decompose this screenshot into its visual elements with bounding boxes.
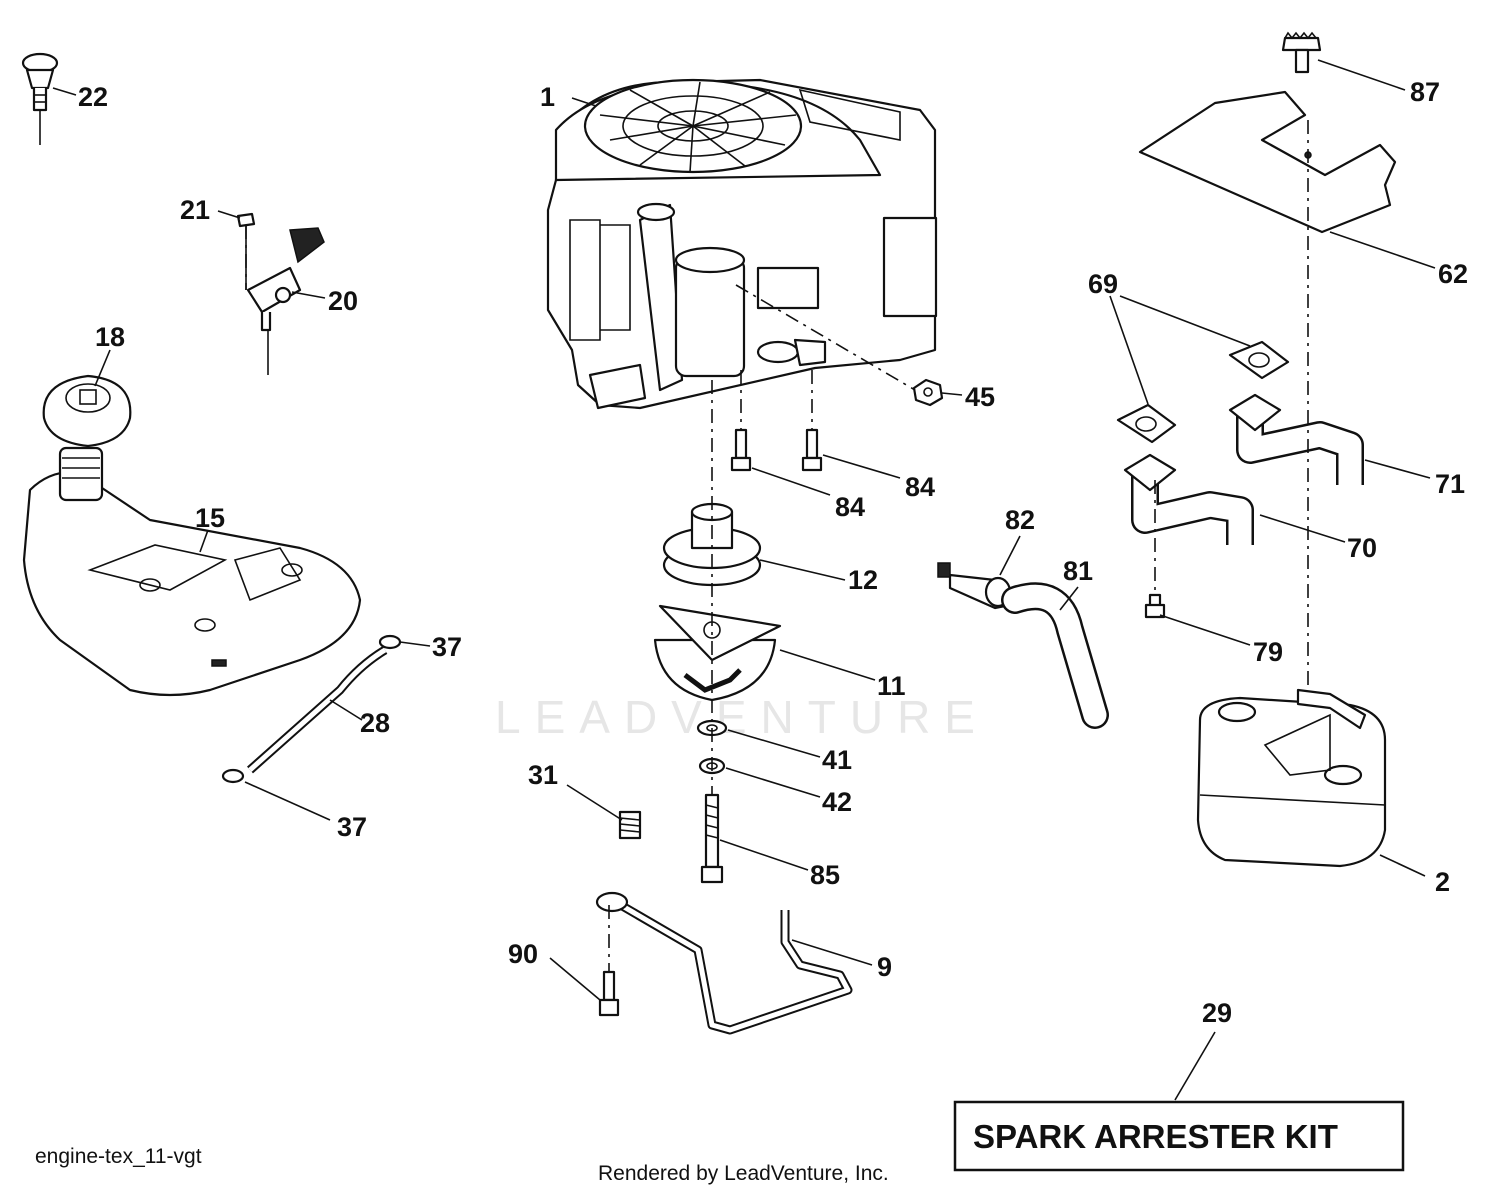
part-70-exhaust-pipe bbox=[1123, 453, 1254, 545]
part-22-push-rivet bbox=[21, 52, 59, 145]
part-1-engine bbox=[546, 78, 938, 410]
kit-label: SPARK ARRESTER KIT bbox=[973, 1118, 1338, 1155]
part-28-fuel-line bbox=[247, 646, 388, 774]
part-62-heat-shield bbox=[1138, 90, 1397, 234]
callout-70: 70 bbox=[1347, 533, 1377, 563]
callout-28: 28 bbox=[360, 708, 390, 738]
rendered-by: Rendered by LeadVenture, Inc. bbox=[598, 1162, 889, 1185]
callout-1: 1 bbox=[540, 82, 555, 112]
part-37-clamp-lower bbox=[221, 768, 245, 784]
part-45-nut bbox=[912, 378, 944, 407]
part-69-gasket-b bbox=[1228, 340, 1290, 380]
part-81-hose bbox=[1001, 582, 1109, 729]
callout-69: 69 bbox=[1088, 269, 1118, 299]
callout-90: 90 bbox=[508, 939, 538, 969]
part-82-fitting bbox=[937, 562, 1012, 610]
callout-20: 20 bbox=[328, 286, 358, 316]
part-85-bolt bbox=[700, 793, 724, 884]
callout-37-upper: 37 bbox=[432, 632, 462, 662]
callout-41: 41 bbox=[822, 745, 852, 775]
callout-87: 87 bbox=[1410, 77, 1440, 107]
part-90-bolt bbox=[598, 970, 620, 1017]
watermark: LEADVENTURE bbox=[495, 691, 989, 743]
callout-84-left: 84 bbox=[835, 492, 865, 522]
spark-arrester-kit-box: SPARK ARRESTER KIT bbox=[953, 1100, 1405, 1172]
callout-71: 71 bbox=[1435, 469, 1465, 499]
callout-15: 15 bbox=[195, 503, 225, 533]
part-84-bolt-left bbox=[730, 428, 752, 472]
part-31-screw bbox=[618, 810, 642, 840]
callout-84-right: 84 bbox=[905, 472, 935, 502]
part-84-bolt-right bbox=[801, 428, 823, 472]
part-79-bolt bbox=[1144, 593, 1166, 619]
callout-18: 18 bbox=[95, 322, 125, 352]
part-37-clamp-upper bbox=[378, 634, 402, 650]
callout-37-lower: 37 bbox=[337, 812, 367, 842]
callout-9: 9 bbox=[877, 952, 892, 982]
drawing-id: engine-tex_11-vgt bbox=[35, 1145, 202, 1168]
part-87-bolt bbox=[1281, 31, 1322, 74]
part-15-fuel-tank bbox=[22, 446, 362, 697]
part-11-pto-clutch bbox=[653, 604, 782, 702]
part-20-throttle-bracket bbox=[246, 227, 325, 375]
leader-lines bbox=[52, 59, 1436, 1101]
callout-81: 81 bbox=[1063, 556, 1093, 586]
callout-11: 11 bbox=[877, 671, 906, 701]
callout-45: 45 bbox=[965, 382, 995, 412]
callout-42: 42 bbox=[822, 787, 852, 817]
part-2-muffler bbox=[1196, 688, 1387, 868]
callout-62: 62 bbox=[1438, 259, 1468, 289]
callout-22: 22 bbox=[78, 82, 108, 112]
part-18-fuel-cap bbox=[42, 374, 132, 448]
callout-82: 82 bbox=[1005, 505, 1035, 535]
callout-2: 2 bbox=[1435, 867, 1450, 897]
callout-12: 12 bbox=[848, 565, 878, 595]
callout-29: 29 bbox=[1202, 998, 1232, 1028]
callout-79: 79 bbox=[1253, 637, 1283, 667]
part-71-exhaust-pipe bbox=[1228, 393, 1364, 485]
part-69-gasket-a bbox=[1116, 403, 1177, 444]
callout-85: 85 bbox=[810, 860, 840, 890]
callout-31: 31 bbox=[528, 760, 558, 790]
callout-21: 21 bbox=[180, 195, 210, 225]
center-lines bbox=[245, 120, 1309, 972]
callout-labels: 22 1 21 20 18 15 37 28 37 45 84 84 12 11… bbox=[78, 77, 1468, 1028]
part-9-rod bbox=[595, 891, 853, 1035]
